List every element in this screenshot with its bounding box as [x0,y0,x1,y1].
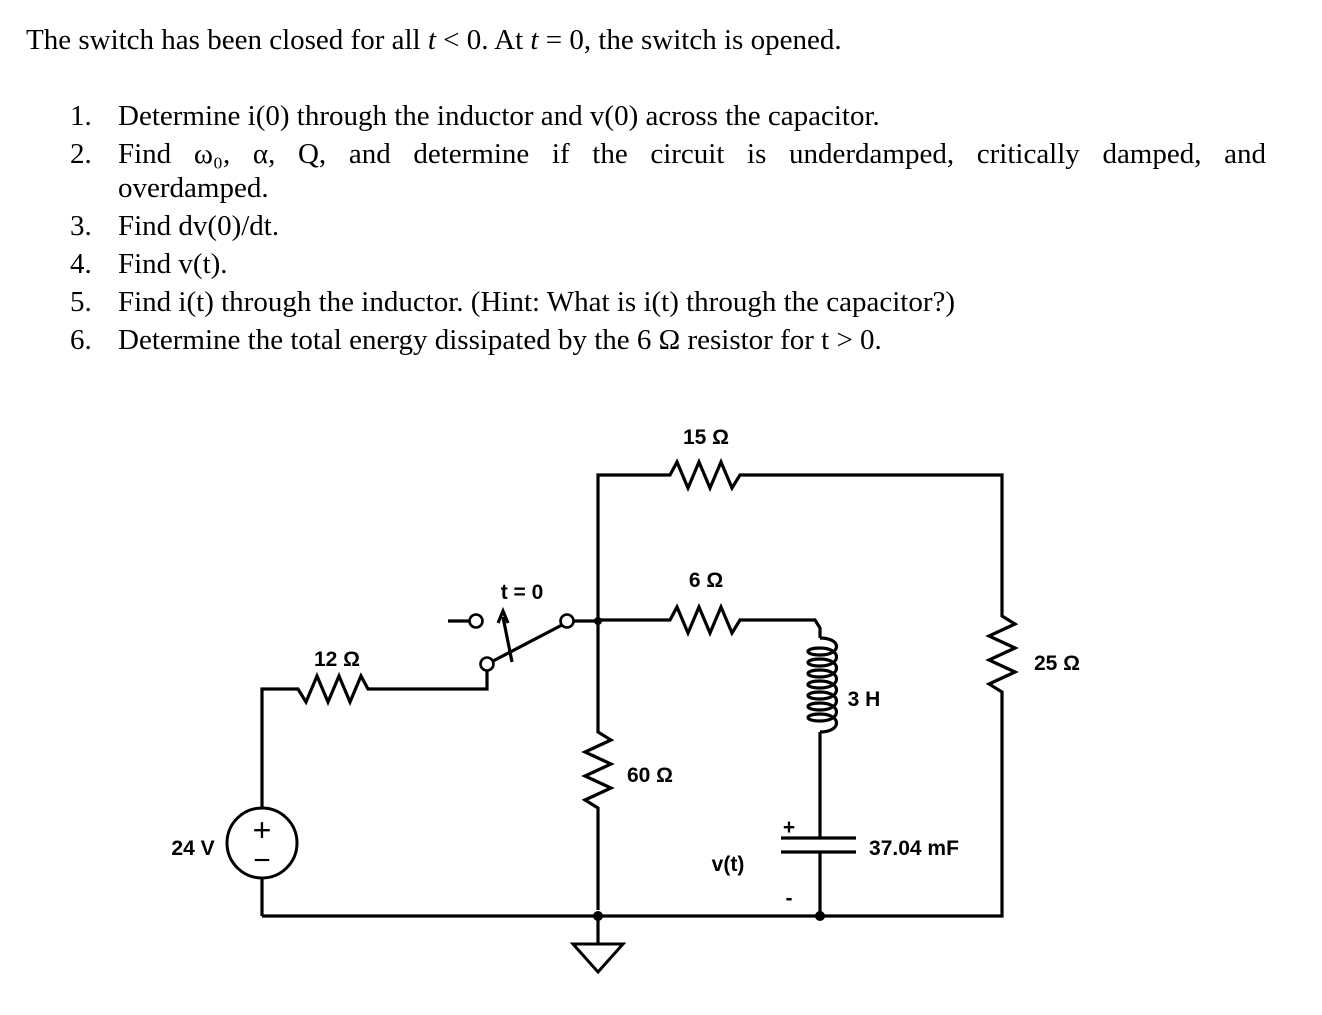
question-5: 5. Find i(t) through the inductor. (Hint:… [26,284,1266,320]
question-2: 2. Find ω₀, α, Q, and determine if the ci… [26,136,1266,206]
intro-text-c: = 0, the switch is opened. [538,24,842,56]
capacitor-label: 37.04 mF [869,837,959,860]
problem-statement: The switch has been closed for all t < 0… [26,22,1266,360]
source-label: 24 V [171,837,214,860]
question-number: 2. [70,138,92,170]
question-number: 3. [70,210,92,242]
inductor-3h [806,636,839,838]
question-list: 1. Determine i(0) through the inductor an… [26,98,1266,358]
capacitor-plus-sign: + [783,816,795,839]
intro-text-a: The switch has been closed for all [26,24,428,56]
problem-intro: The switch has been closed for all t < 0… [26,22,1266,58]
circuit-diagram: 15 Ω 6 Ω t = 0 12 Ω + − 24 V 60 [171,426,1080,975]
question-6: 6. Determine the total energy dissipated … [26,322,1266,358]
question-text: Determine the total energy dissipated by… [118,324,882,356]
resistor-25-ohm [985,612,1019,702]
question-text: Find i(t) through the inductor. (Hint: W… [118,286,956,318]
intro-var-t1: t [427,24,436,56]
question-number: 6. [70,324,92,356]
resistor-60-ohm [581,725,615,820]
voltage-vt-label: v(t) [712,853,745,876]
capacitor-minus-sign: - [786,887,793,910]
switch-label: t = 0 [501,581,544,604]
source-minus-sign: − [253,844,271,877]
resistor-60-label: 60 Ω [627,764,673,787]
question-3: 3. Find dv(0)/dt. [26,208,1266,244]
switch [448,606,598,672]
source-plus-sign: + [253,812,272,848]
capacitor [781,836,856,916]
resistor-15-label: 15 Ω [683,426,729,449]
intro-var-t2: t [530,24,539,56]
question-number: 4. [70,248,92,280]
question-4: 4. Find v(t). [26,246,1266,282]
question-text: Determine i(0) through the inductor and … [118,100,880,132]
question-text: Find v(t). [118,248,228,280]
resistor-12-ohm [260,671,489,808]
intro-text-b: < 0. At [435,24,531,56]
question-text-continued: overdamped. [118,172,269,204]
resistor-12-label: 12 Ω [314,648,360,671]
wire-bottom [262,617,1004,921]
resistor-6-label: 6 Ω [689,569,723,592]
resistor-6-ohm [598,602,822,638]
question-number: 5. [70,286,92,318]
ground-symbol [569,916,627,975]
question-text: Find ω₀, α, Q, and determine if the circ… [118,138,1266,170]
resistor-25-label: 25 Ω [1034,652,1080,675]
resistor-15-ohm [662,457,752,493]
voltage-source-24v: + − [225,806,299,916]
question-text: Find dv(0)/dt. [118,210,280,242]
question-number: 1. [70,100,92,132]
inductor-label: 3 H [848,688,881,711]
question-1: 1. Determine i(0) through the inductor an… [26,98,1266,134]
